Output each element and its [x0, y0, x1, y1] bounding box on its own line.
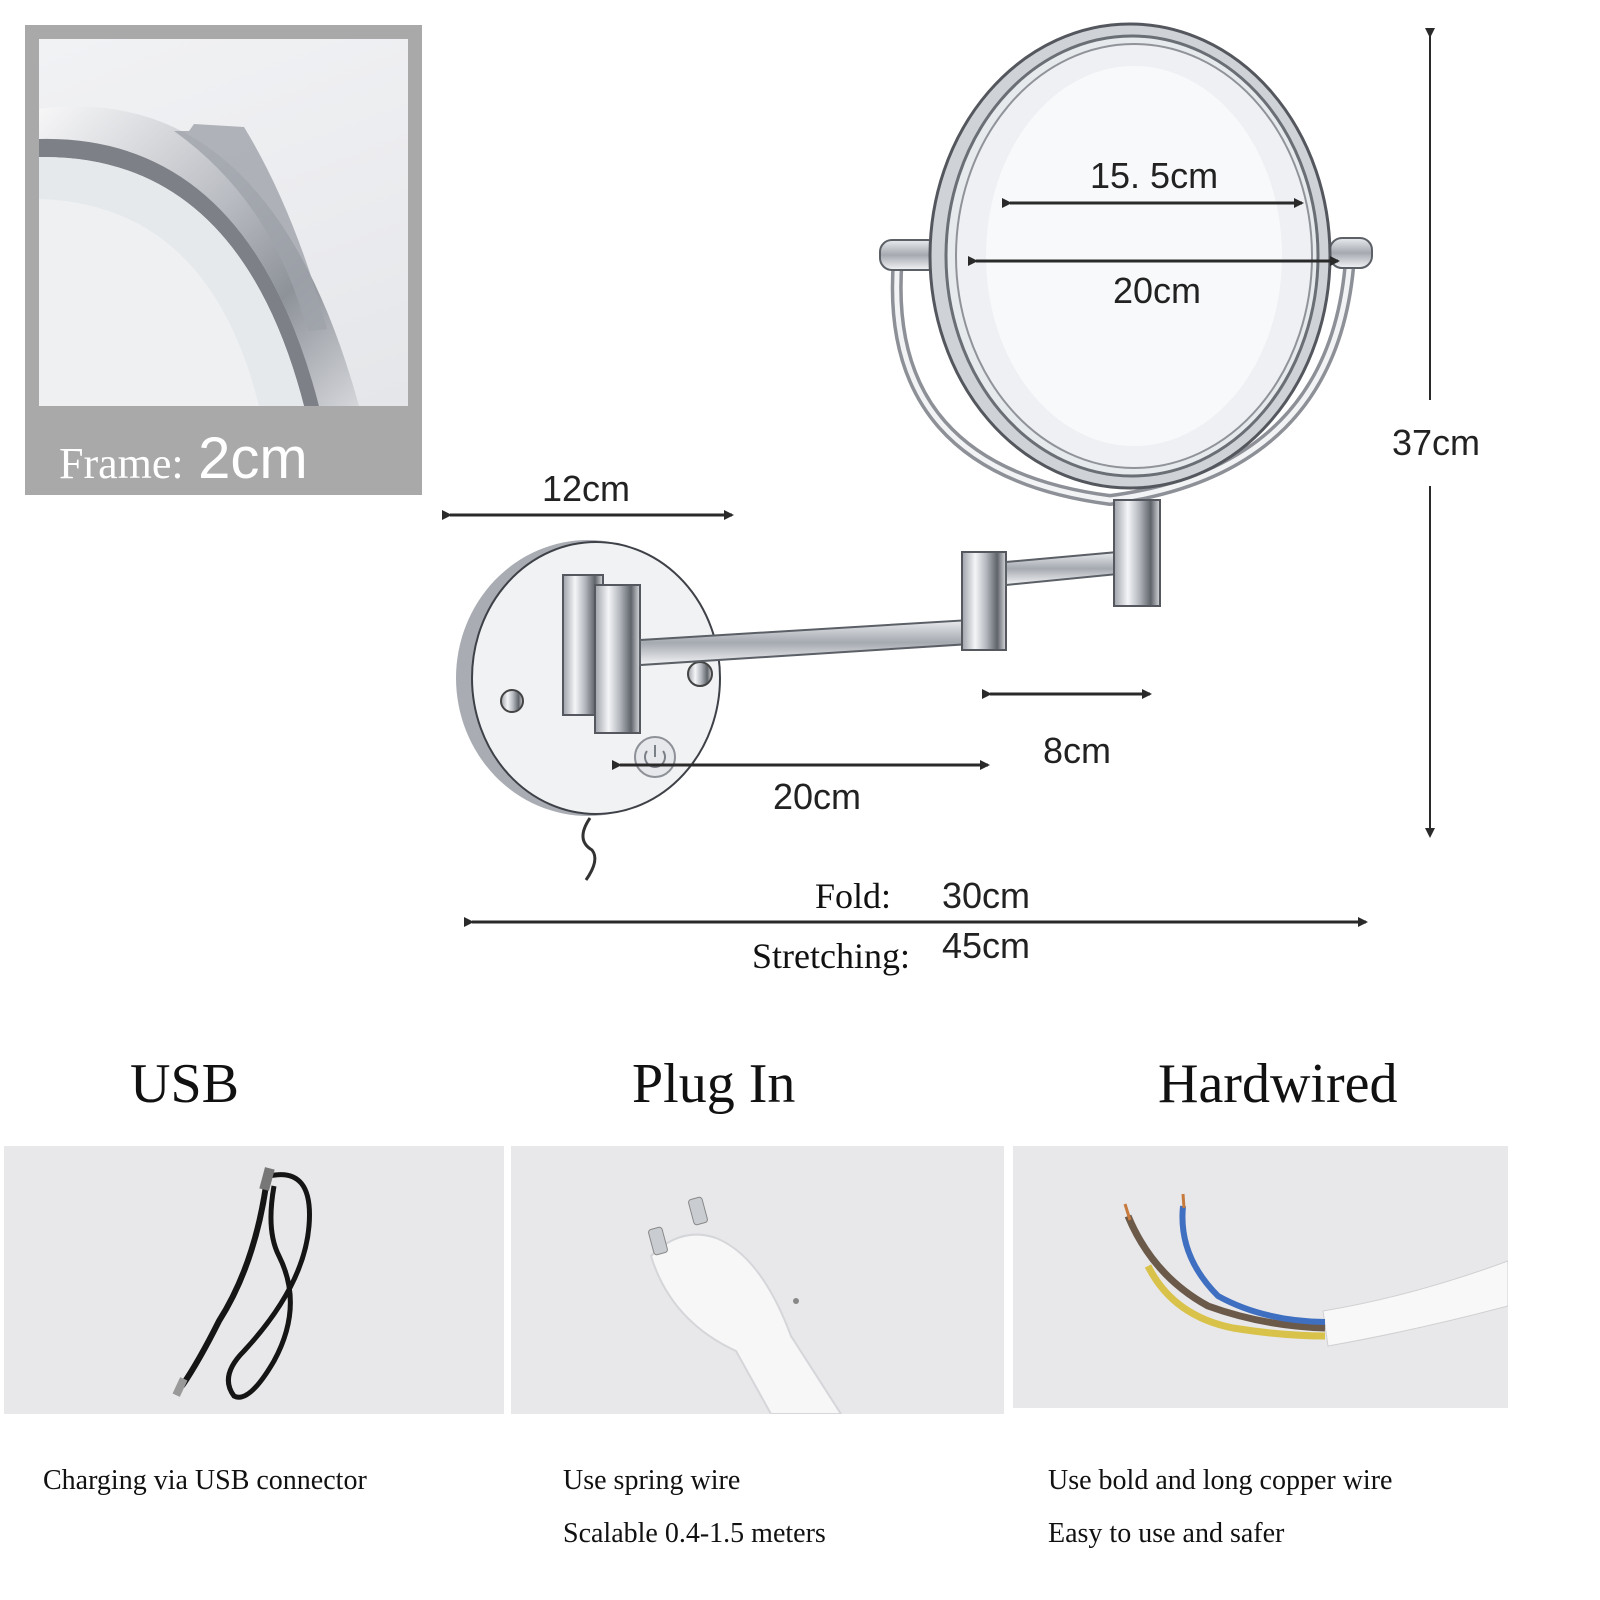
eu-plug-icon: [648, 1196, 843, 1414]
usb-heading: USB: [130, 1053, 239, 1115]
frame-detail-inset: Frame: 2cm: [25, 25, 422, 495]
fold-label: Fold:: [815, 876, 892, 916]
plug-in-caption-line-2: Scalable 0.4-1.5 meters: [563, 1518, 826, 1549]
arm-length: 20cm: [773, 776, 862, 817]
hardwired-option-photo: [1013, 1146, 1508, 1408]
mirror-frame-edge-icon: [39, 106, 359, 406]
hardwired-heading: Hardwired: [1158, 1053, 1398, 1115]
arm-segment-length: 8cm: [1043, 730, 1112, 771]
base-width: 12cm: [542, 468, 631, 509]
fold-value: 30cm: [942, 875, 1031, 916]
stretching-label: Stretching:: [752, 936, 910, 976]
frame-label-key: Frame:: [59, 439, 184, 488]
frame-width-label: Frame: 2cm: [59, 425, 308, 492]
hardwired-caption-line-1: Use bold and long copper wire: [1048, 1465, 1393, 1496]
usb-cable-icon: [172, 1167, 312, 1400]
plug-in-option-photo: [511, 1146, 1004, 1414]
mirror-inner-diameter: 15. 5cm: [1090, 155, 1219, 196]
mirror-dimension-diagram: [442, 22, 1435, 927]
frame-label-value: 2cm: [198, 426, 308, 491]
hardwired-caption-line-2: Easy to use and safer: [1048, 1518, 1285, 1549]
usb-option-photo: [4, 1146, 504, 1414]
mirror-outer-diameter: 20cm: [1113, 270, 1202, 311]
bare-wire-icon: [1123, 1193, 1508, 1347]
stretching-value: 45cm: [942, 925, 1031, 966]
frame-detail-photo: [39, 39, 408, 406]
usb-caption-line-1: Charging via USB connector: [43, 1465, 367, 1496]
total-height: 37cm: [1392, 422, 1481, 464]
plug-in-heading: Plug In: [632, 1053, 796, 1115]
plug-in-caption-line-1: Use spring wire: [563, 1465, 741, 1496]
